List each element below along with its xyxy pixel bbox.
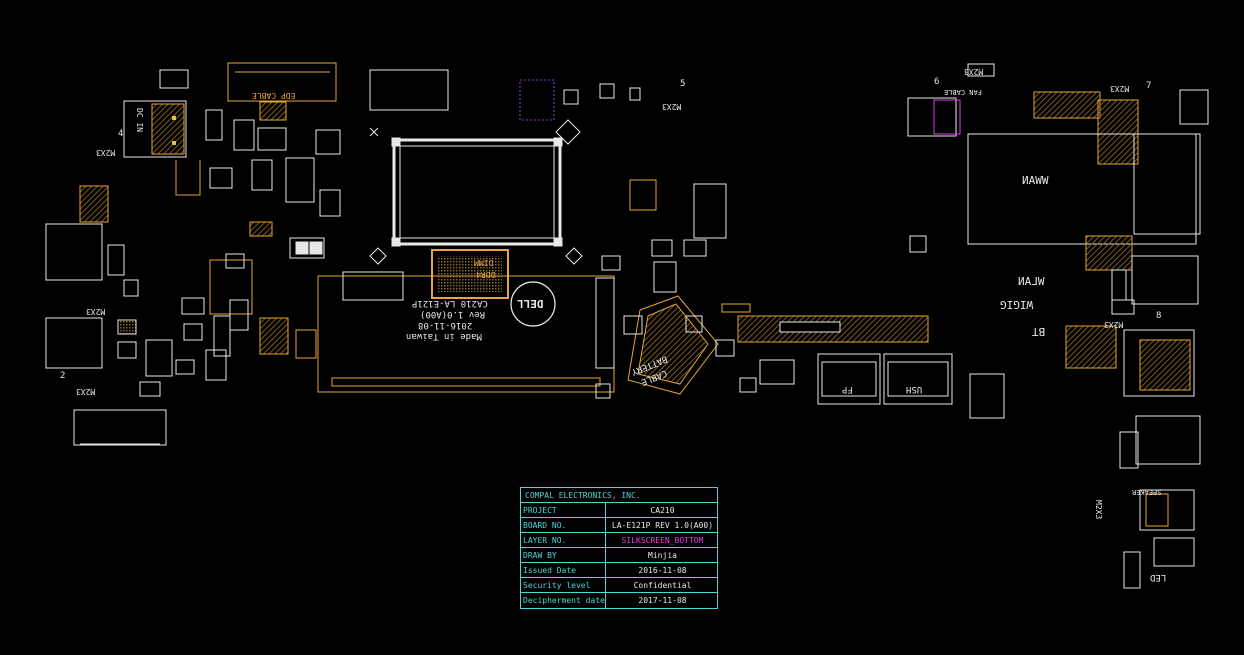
title-key: DRAW BY [521,548,606,563]
m2x3-label-e: M2X3 [964,67,984,76]
wwan-card-area [967,133,1197,245]
led-label: LED [1150,572,1167,582]
fp-connector [817,353,881,405]
title-row-draw-by: DRAW BY Minjia [521,548,717,563]
cpu-package [392,138,562,246]
screw-number-2: 2 [60,371,66,381]
title-row-layer-no: LAYER NO. SILKSCREEN_BOTTOM [521,533,717,548]
m2x3-label-c: M2X3 [86,307,106,316]
m2x3-label-h: M2X3 [1094,500,1103,520]
dell-logo: DELL [517,297,544,310]
title-row-decipherment-date: Decipherment date 2017-11-08 [521,593,717,608]
project-mark-4: Made in Taiwan [406,331,482,341]
ddr4-label: DDR4 [476,270,496,279]
company-name: COMPAL ELECTRONICS, INC. [521,488,717,503]
m2x3-label-d: M2X3 [76,387,96,396]
project-mark-3: 2016-11-08 [418,320,473,330]
title-block: COMPAL ELECTRONICS, INC. PROJECT CA210 B… [520,487,718,609]
title-value: 2017-11-08 [638,596,687,605]
title-key: PROJECT [521,503,606,518]
title-value: 2016-11-08 [638,566,687,575]
right-small-connector [969,373,1005,419]
project-mark-1: CA210 LA-E121P [412,298,488,308]
title-key: Decipherment date [521,593,606,608]
dell-logo-circle [510,281,556,327]
screw-number-8: 8 [1156,311,1162,321]
title-key: BOARD NO. [521,518,606,533]
top-connector [369,69,449,111]
usb-connector [883,353,953,405]
m2x3-label-f: M2X3 [1110,84,1130,93]
title-value: CA210 [650,506,675,515]
title-row-issued-date: Issued Date 2016-11-08 [521,563,717,578]
title-key: LAYER NO. [521,533,606,548]
dc-in-jack-outline [123,100,187,158]
wlan-label: WLAN [1018,275,1045,288]
ush-label: USH [906,384,923,394]
screw-number-7: 7 [1146,81,1152,91]
left-connector-2 [45,317,103,369]
edp-cable-connector [227,62,337,102]
right-center-region [721,303,1005,419]
left-region [45,62,341,446]
fan-cable-label: FAN CABLE [944,88,982,96]
title-value: SILKSCREEN_BOTTOM [621,536,704,545]
center-region [317,69,757,399]
screw-number-4: 4 [118,129,124,139]
screw-number-6: 6 [934,77,940,87]
title-row-board-no: BOARD NO. LA-E121P REV 1.0(A00) [521,518,717,533]
wigig-label: WIGIG [1000,298,1034,311]
speaker-label: SPEAKER [1132,488,1162,496]
title-value: Confidential [633,581,692,590]
title-key: Security level [521,578,606,593]
bt-label: BT [1032,325,1046,338]
title-value: Minjia [648,551,677,560]
right-region [907,63,1209,589]
edp-cable-label: EDP CABLE [252,91,296,100]
title-key: Issued Date [521,563,606,578]
dc-in-label: DC IN [135,108,144,133]
fp-label: FP [842,384,853,394]
left-connector-1 [45,223,103,281]
m2x3-label-a: M2X3 [96,148,116,157]
dimm-label-frame [431,249,509,299]
title-row-security-level: Security level Confidential [521,578,717,593]
dimm-label: DIMM [474,258,494,267]
fan-connector [907,97,957,137]
wlan-connector [1131,255,1199,305]
battery-cable-connector [627,295,719,395]
title-value: LA-E121P REV 1.0(A00) [611,521,714,530]
project-mark-2: Rev 1.0(A00) [420,309,486,319]
m2x3-label-b: M2X3 [662,102,682,111]
screw-number-5: 5 [680,79,686,89]
m2x3-label-g: M2X3 [1104,320,1124,329]
wwan-label: WWAN [1022,174,1049,187]
title-row-project: PROJECT CA210 [521,503,717,518]
